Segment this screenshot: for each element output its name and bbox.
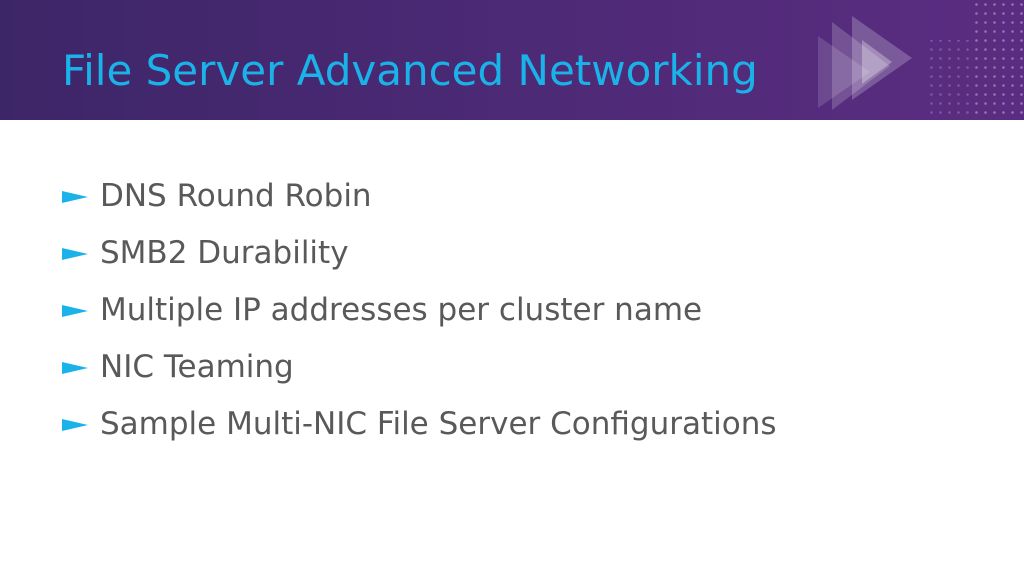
bullet-list: DNS Round Robin SMB2 Durability Multiple… <box>62 168 777 453</box>
bullet-text: SMB2 Durability <box>100 234 349 271</box>
list-item: DNS Round Robin <box>62 168 777 225</box>
list-item: SMB2 Durability <box>62 225 777 282</box>
bullet-text: Sample Multi-NIC File Server Configurati… <box>100 405 777 442</box>
arrow-right-icon <box>62 304 88 317</box>
list-item: NIC Teaming <box>62 339 777 396</box>
play-arrows-icon <box>818 16 912 110</box>
bullet-text: Multiple IP addresses per cluster name <box>100 291 703 328</box>
header-band: File Server Advanced Networking <box>0 0 1024 120</box>
bullet-text: NIC Teaming <box>100 348 294 385</box>
slide-title: File Server Advanced Networking <box>62 46 758 95</box>
bullet-text: DNS Round Robin <box>100 177 372 214</box>
list-item: Multiple IP addresses per cluster name <box>62 282 777 339</box>
arrow-right-icon <box>62 190 88 203</box>
arrow-right-icon <box>62 418 88 431</box>
header-decoration <box>0 0 1024 120</box>
arrow-right-icon <box>62 361 88 374</box>
list-item: Sample Multi-NIC File Server Configurati… <box>62 396 777 453</box>
arrow-right-icon <box>62 247 88 260</box>
